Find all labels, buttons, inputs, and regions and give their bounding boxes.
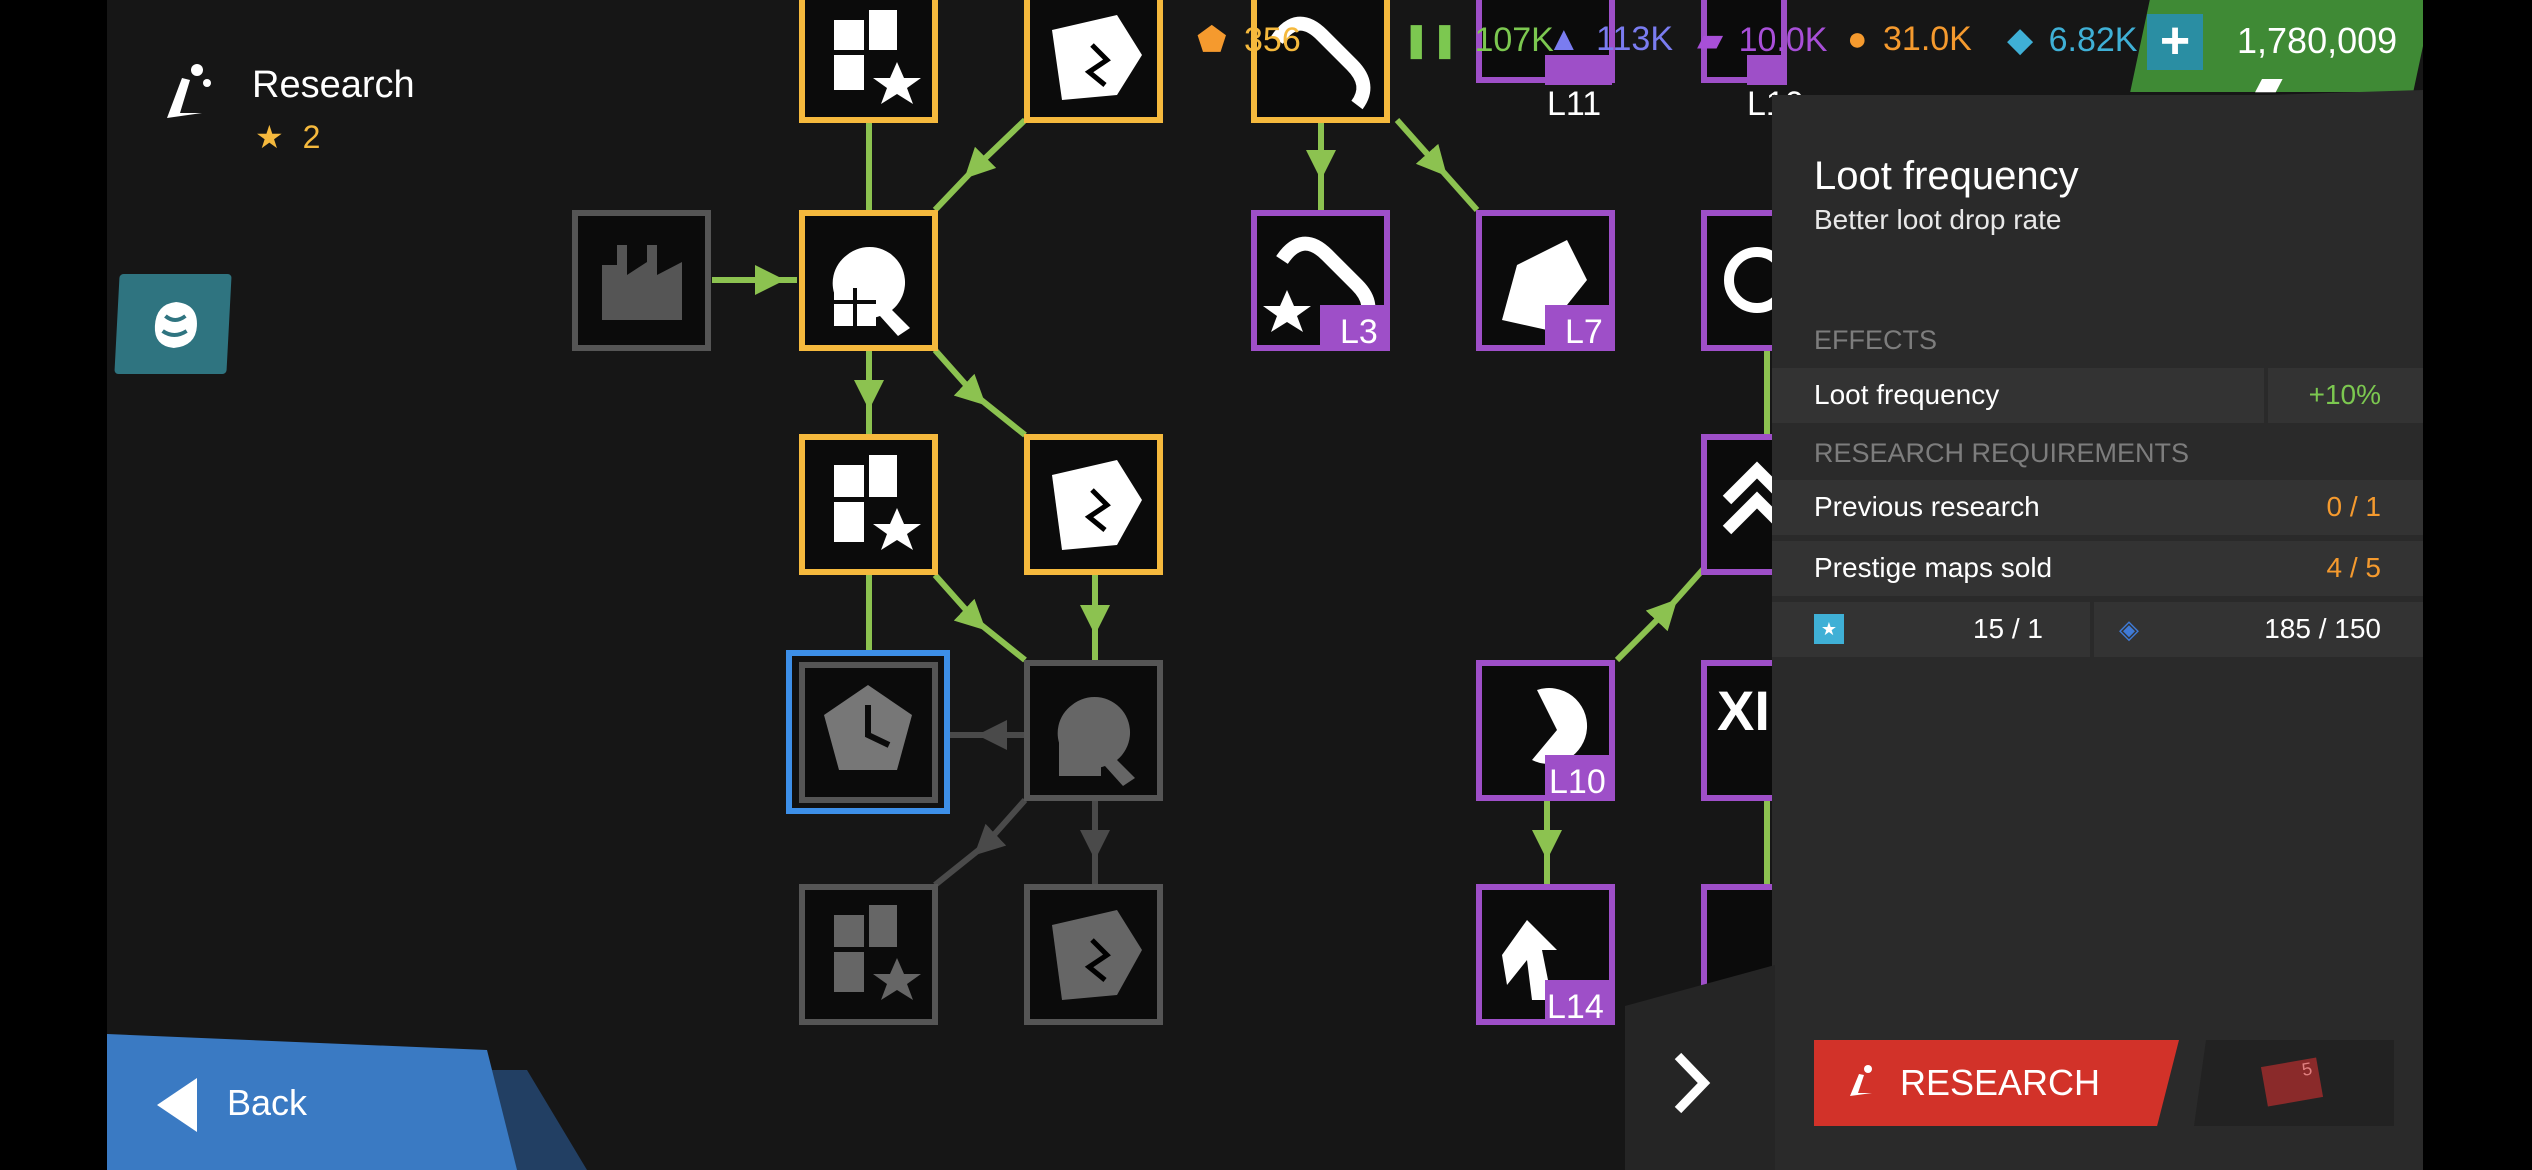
blue-star-ticket-icon: ★ <box>1814 614 1844 644</box>
effect-label: Loot frequency <box>1814 379 2000 410</box>
connector <box>1394 118 1480 212</box>
research-node-flask[interactable] <box>1476 210 1615 351</box>
connector-locked <box>933 798 1028 888</box>
blue-stamp-icon: ◈ <box>2119 614 2139 644</box>
resource-purple: ▰ 10.0K <box>1697 21 1828 59</box>
back-arrow-icon <box>157 1078 197 1132</box>
resource-green: ❚❚ 107K <box>1402 21 1554 59</box>
divider <box>2264 368 2268 423</box>
requirement-label: Prestige maps sold <box>1814 552 2053 583</box>
star-count: ★ 2 <box>255 118 320 156</box>
connector <box>1614 563 1710 663</box>
star-count-value: 2 <box>302 119 321 155</box>
level-label: L7 <box>1565 313 1603 351</box>
research-flask-icon <box>1850 1065 1872 1096</box>
back-button-label: Back <box>227 1082 308 1123</box>
research-node-locked-ticket[interactable] <box>1024 884 1163 1025</box>
cost-row: ★ 15 / 1 ◈ 185 / 150 <box>1772 602 2423 657</box>
ore-icon: ● <box>1847 20 1868 58</box>
research-node-locked-chest[interactable] <box>799 884 938 1025</box>
research-node-purple-top-1[interactable] <box>1476 0 1615 85</box>
svg-text:XI: XI <box>1717 679 1770 742</box>
brain-icon <box>154 302 197 348</box>
research-ticket-icon: 5 <box>2260 1057 2324 1107</box>
next-button[interactable] <box>1625 965 1775 1170</box>
level-label: L10 <box>1549 763 1606 801</box>
add-currency-button[interactable]: + <box>2147 14 2203 70</box>
divider <box>2090 602 2094 657</box>
game-viewport: L11 L10 L3 L7 L10 L14 XI Research ★ 2 ⬟ … <box>107 0 2423 1170</box>
detail-title: Loot frequency <box>1814 154 2079 198</box>
crystal-icon: ◆ <box>2007 21 2034 59</box>
rank-icon: ⬟ <box>1197 21 1227 59</box>
research-tree: L11 L10 L3 L7 L10 L14 XI <box>572 0 1804 1026</box>
premium-currency: 1,780,009 ▰ <box>2237 20 2398 103</box>
resource-cyan: ◆ 6.82K <box>2007 21 2138 59</box>
research-node-chain-star[interactable] <box>1251 210 1390 351</box>
level-label: L11 <box>1547 85 1601 123</box>
requirement-row: Previous research 0 / 1 <box>1772 480 2423 535</box>
research-node-locked-loot[interactable] <box>1024 660 1163 801</box>
requirement-row: Prestige maps sold 4 / 5 <box>1772 541 2423 596</box>
research-node-reward-chest-2[interactable] <box>799 434 938 575</box>
connector <box>932 117 1028 213</box>
resource-orange: ● 31.0K <box>1847 20 1972 58</box>
research-node-reward-chest[interactable] <box>799 0 938 123</box>
research-flask-icon <box>167 64 211 118</box>
requirement-value: 0 / 1 <box>2326 491 2381 522</box>
requirements-header: RESEARCH REQUIREMENTS <box>1814 438 2190 468</box>
side-tab-skills[interactable] <box>114 274 232 374</box>
effect-row: Loot frequency +10% <box>1772 368 2423 423</box>
page-title: Research <box>252 64 415 106</box>
mountain-icon: ▲ <box>1547 20 1581 58</box>
chevron-right-icon <box>1674 1052 1711 1114</box>
research-node-chain[interactable] <box>1251 0 1390 123</box>
research-node-ticket[interactable] <box>1024 0 1163 123</box>
research-node-loot-frequency[interactable] <box>799 210 938 351</box>
connector <box>932 348 1027 438</box>
research-button-label: RESEARCH <box>1900 1062 2101 1103</box>
resource-rank: ⬟ 356 <box>1197 21 1301 59</box>
research-button[interactable] <box>1814 1040 2179 1126</box>
research-node-ticket-2[interactable] <box>1024 434 1163 575</box>
research-node-purple-top-2[interactable] <box>1701 0 1787 85</box>
wood-icon: ❚❚ <box>1402 21 1459 59</box>
research-node-selected-timer[interactable] <box>786 650 950 814</box>
research-node-pacman[interactable] <box>1476 660 1615 801</box>
level-label: L14 <box>1547 988 1604 1026</box>
star-icon: ★ <box>255 119 284 155</box>
detail-subtitle: Better loot drop rate <box>1814 204 2062 235</box>
requirement-label: Previous research <box>1814 491 2040 522</box>
resource-blue: ▲ 113K <box>1547 20 1673 58</box>
stripes-icon: ▰ <box>1697 21 1724 59</box>
level-label: L3 <box>1340 313 1378 351</box>
requirement-value: 4 / 5 <box>2326 552 2381 583</box>
instant-research-button[interactable]: 5 <box>2194 1040 2394 1126</box>
effect-value: +10% <box>2308 379 2381 410</box>
connector <box>932 573 1027 663</box>
cost-value: 185 / 150 <box>2264 613 2381 644</box>
research-node-edge-1[interactable] <box>1701 210 1790 351</box>
effects-header: EFFECTS <box>1814 325 1938 355</box>
research-node-arrows[interactable] <box>1476 884 1615 1025</box>
research-node-factory[interactable] <box>572 210 711 351</box>
cost-value: 15 / 1 <box>1972 613 2043 644</box>
